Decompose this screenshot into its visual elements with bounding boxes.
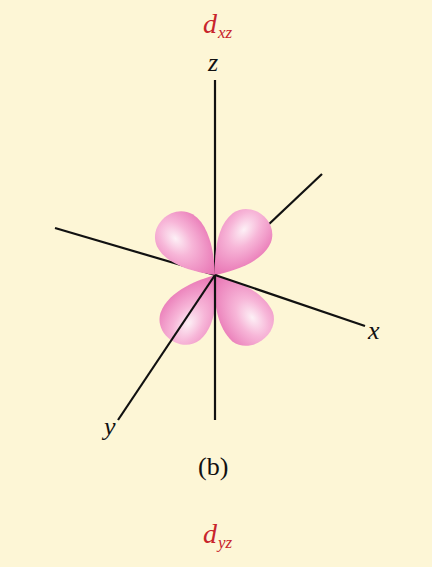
orbital-name: d	[203, 520, 217, 548]
lobe	[194, 260, 283, 355]
orbital-name: d	[203, 10, 217, 38]
panel-label: (b)	[198, 454, 228, 480]
orbital-subscript: xz	[218, 24, 232, 41]
axis-label: x	[368, 318, 380, 344]
orbital-subscript: yz	[218, 534, 232, 551]
z-axis-upper	[214, 80, 216, 275]
axes-front	[118, 275, 365, 420]
z-axis-lower	[214, 275, 216, 420]
x-axis-front	[215, 275, 365, 326]
axis-label: z	[208, 50, 218, 76]
y-axis-front	[118, 275, 215, 420]
lobe	[195, 199, 282, 290]
axis-label: y	[104, 414, 116, 440]
